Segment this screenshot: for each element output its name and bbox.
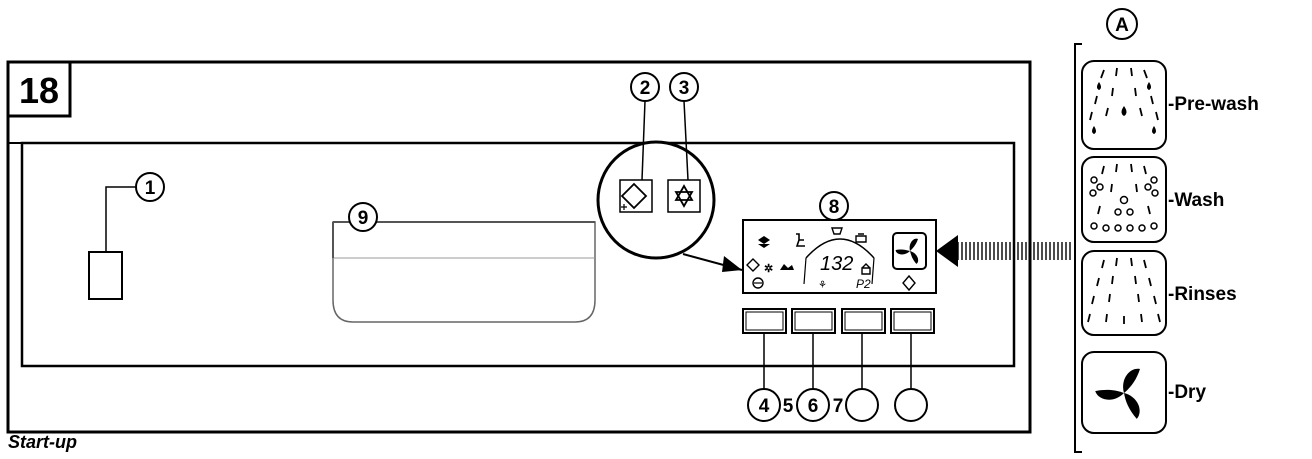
panel-button-5-6[interactable] [791, 308, 836, 334]
callout-2: 2 [630, 72, 660, 102]
panel-button-7[interactable] [841, 308, 886, 334]
callout-3: 3 [669, 72, 699, 102]
callout-1: 1 [135, 172, 165, 202]
dry-fan-display-icon [892, 232, 927, 270]
figure-number-box: 18 [6, 60, 72, 118]
callout-blank-circle [845, 388, 879, 422]
svg-text:2: 2 [640, 78, 651, 99]
callout-8: 8 [819, 191, 849, 221]
pointer-arrow [936, 235, 1071, 267]
legend-bracket [1074, 43, 1082, 453]
svg-text:3: 3 [679, 78, 690, 99]
svg-text:9: 9 [358, 208, 369, 229]
callout-6: 6 [796, 388, 830, 422]
legend-label-pre-wash: -Pre-wash [1168, 94, 1259, 115]
svg-text:✲: ✲ [764, 263, 773, 275]
pre-wash-icon [1081, 60, 1167, 150]
dry-fan-icon [1081, 351, 1167, 434]
figure-number: 18 [19, 70, 59, 111]
display-icons: ✲ ⚘ [746, 227, 916, 292]
figure-caption: Start-up [8, 432, 77, 452]
svg-text:1: 1 [145, 178, 156, 199]
zoom-circle [596, 140, 716, 260]
legend-letter: A [1106, 8, 1138, 40]
legend-label-rinses: -Rinses [1168, 284, 1237, 305]
wash-icon [1081, 156, 1167, 243]
rinses-icon [1081, 250, 1167, 336]
power-switch[interactable] [88, 251, 123, 300]
display-digits: 132 [820, 253, 853, 275]
callout-4: 4 [747, 388, 781, 422]
svg-text:⚘: ⚘ [818, 280, 827, 291]
legend-label-dry: -Dry [1168, 382, 1206, 403]
display-program: P2 [856, 277, 871, 291]
legend-label-wash: -Wash [1168, 190, 1224, 211]
callout-blank-circle [894, 388, 928, 422]
svg-text:8: 8 [829, 197, 840, 218]
callout-9: 9 [348, 202, 378, 232]
svg-text:4: 4 [759, 396, 770, 417]
salt-indicator-icon [619, 179, 653, 213]
panel-button-start[interactable] [890, 308, 935, 334]
svg-text:A: A [1115, 15, 1129, 36]
callout-5: 5 [783, 396, 794, 417]
panel-button-4[interactable] [742, 308, 787, 334]
svg-text:6: 6 [808, 396, 819, 417]
callout-7: 7 [833, 396, 844, 417]
rinse-aid-indicator-icon [667, 179, 701, 213]
detergent-compartment [332, 221, 596, 323]
